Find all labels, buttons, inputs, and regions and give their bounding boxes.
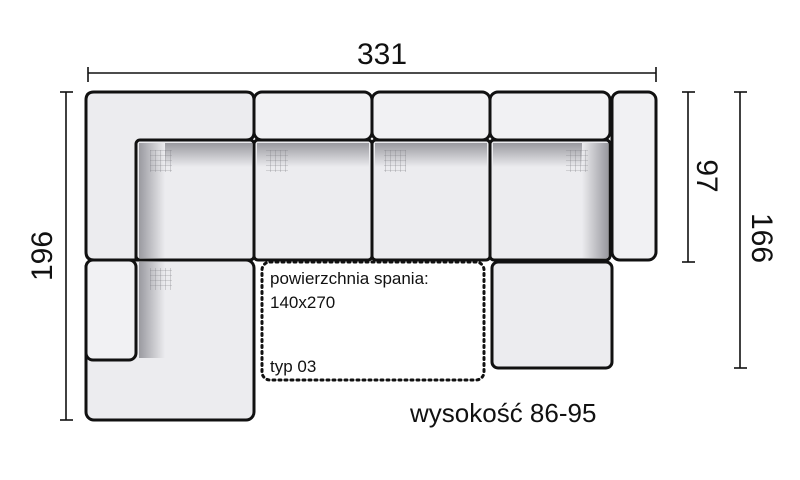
dimension-lines	[60, 67, 747, 421]
sleeping-area-outline	[260, 260, 486, 382]
right-armrest	[610, 90, 658, 262]
left-depth-label: 196	[26, 231, 59, 281]
right-inner-depth-label: 97	[690, 159, 723, 192]
sleeping-area-type: typ 03	[270, 357, 316, 376]
sleeping-area-label: powierzchnia spania:	[270, 269, 429, 288]
right-depth-label: 166	[745, 213, 778, 263]
left-armrest	[84, 258, 138, 362]
sofa-modules	[84, 90, 658, 422]
stitch-marks	[150, 150, 588, 290]
right-ottoman	[490, 260, 614, 370]
backrest-2	[370, 90, 492, 142]
total-width-label: 331	[357, 38, 407, 71]
backrest-1	[252, 90, 374, 142]
height-label: wysokość 86-95	[409, 398, 596, 428]
sleeping-area-size: 140x270	[270, 293, 335, 312]
backrest-3	[488, 90, 612, 142]
